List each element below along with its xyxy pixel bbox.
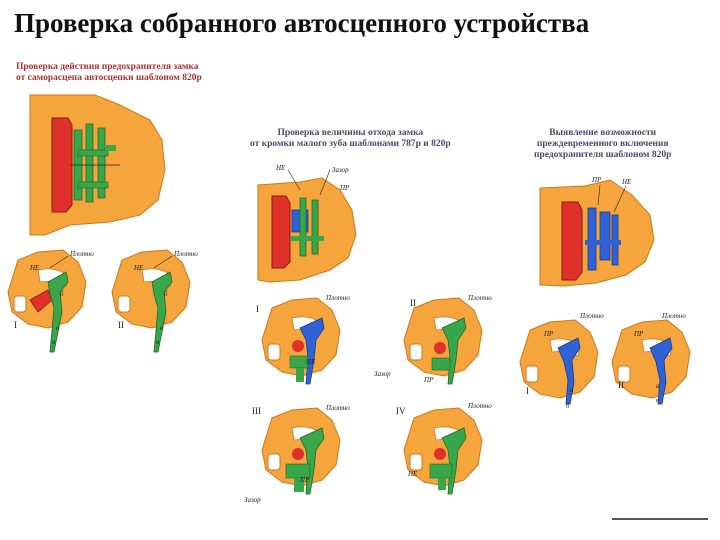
label-plotno: Плотно [579,312,604,320]
premature-view-II: Плотно ПР II а в [611,312,691,405]
roman-I: I [14,320,17,330]
label-plotno: Плотно [467,294,492,302]
label-ne: НЕ [29,264,40,272]
label-a: а [160,324,164,332]
caption-line: Проверка действия предохранителя замка [16,62,199,72]
footer-divider [612,518,708,520]
label-pr: ПР [633,330,644,338]
label-pr: ПР [339,184,350,192]
label-a: а [656,382,660,390]
roman-III: III [252,406,261,416]
label-zazor: Зазор [244,496,261,504]
label-zazor: Зазор [374,370,391,378]
premature-view-I: Плотно ПР I а б [519,312,604,410]
label-ne: НЕ [407,470,418,478]
label-zazor: Зазор [332,166,349,174]
coupler-right-premature: ПР НЕ [539,176,655,287]
label-plotno: Плотно [325,294,350,302]
caption-line: предохранителя шаблоном 820р [534,150,672,160]
caption-premature-activation: Выявление возможности преждевременного в… [534,128,671,161]
label-v: в [656,396,659,404]
label-plotno: Плотно [325,404,350,412]
label-b: б [60,290,64,298]
gap-view-I: I Плотно НЕ [256,294,350,385]
caption-line: преждевременного включения [536,139,669,149]
coupler-middle-gap-check: НЕ Зазор ПР [257,164,357,283]
label-plotno: Плотно [69,250,94,258]
roman-IV: IV [396,406,406,416]
label-b: б [566,402,570,410]
caption-safety-lock: Проверка действия предохранителя замка о… [16,62,202,84]
caption-line: от саморасцепа автосцепки шаблоном 820р [16,73,202,83]
label-pr: ПР [591,176,602,184]
label-plotno: Плотно [467,402,492,410]
label-ne: НЕ [305,358,316,366]
label-pr: ПР [299,476,310,484]
caption-line: Выявление возможности [549,128,657,138]
label-v: в [156,338,159,346]
label-a: а [570,386,574,394]
roman-II: II [410,298,416,308]
label-ne: НЕ [275,164,286,172]
label-pr: ПР [543,330,554,338]
label-a: а [56,324,60,332]
coupler-large-top-left [29,94,166,236]
label-ne: НЕ [621,178,632,186]
label-pr: ПР [423,376,434,384]
label-plotno: Плотно [173,250,198,258]
label-ne: НЕ [133,264,144,272]
roman-I: I [526,386,529,396]
coupler-small-I: Плотно НЕ I б а в [7,249,94,353]
gap-view-IV: IV Плотно НЕ [396,402,492,495]
roman-II: II [118,320,124,330]
roman-II: II [618,380,624,390]
label-v: в [52,338,55,346]
caption-lock-gap: Проверка величины отхода замка от кромки… [250,128,451,150]
caption-line: от кромки малого зуба шаблонами 787р и 8… [250,139,451,149]
page-title: Проверка собранного автосцепного устройс… [14,8,590,38]
label-plotno: Плотно [661,312,686,320]
roman-I: I [256,304,259,314]
caption-line: Проверка величины отхода замка [277,128,424,138]
gap-view-II: II Плотно Зазор ПР [374,294,492,385]
coupler-small-II: Плотно НЕ II б а в [111,249,198,353]
label-b: б [164,290,168,298]
gap-view-III: III Плотно Зазор ПР [244,404,350,504]
